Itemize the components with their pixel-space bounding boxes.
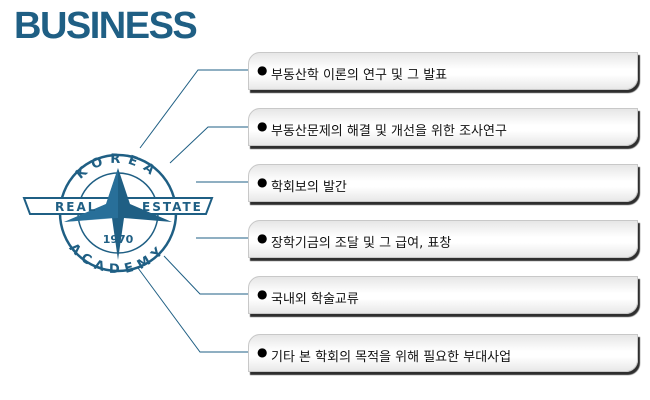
bullet-icon: ● <box>257 119 268 133</box>
logo-left-text: REAL <box>55 200 97 214</box>
korea-real-estate-academy-logo: KOREA ACADEMY REAL ESTATE 1970 <box>22 152 214 277</box>
business-item-label: 학회보의 발간 <box>271 180 347 195</box>
business-item-label: 국내외 학술교류 <box>271 292 359 307</box>
business-item-label: 부동산문제의 해결 및 개선을 위한 조사연구 <box>271 124 507 139</box>
business-item-5: ● 국내외 학술교류 <box>248 276 638 314</box>
logo-year: 1970 <box>103 233 134 246</box>
bullet-icon: ● <box>257 231 268 245</box>
connector-line-6 <box>137 267 250 353</box>
logo-right-text: ESTATE <box>142 200 203 214</box>
business-item-3: ● 학회보의 발간 <box>248 164 638 202</box>
bullet-icon: ● <box>257 345 268 359</box>
connector-line-1 <box>139 69 250 149</box>
business-item-1: ● 부동산학 이론의 연구 및 그 발표 <box>248 52 638 90</box>
bullet-icon: ● <box>257 287 268 301</box>
business-item-label: 부동산학 이론의 연구 및 그 발표 <box>271 68 448 83</box>
business-item-label: 장학기금의 조달 및 그 급여, 표창 <box>271 236 452 251</box>
page-title: BUSINESS <box>14 5 198 47</box>
connector-line-5 <box>163 255 250 295</box>
business-item-6: ● 기타 본 학회의 목적을 위해 필요한 부대사업 <box>248 334 638 372</box>
connector-line-2 <box>169 126 250 164</box>
business-item-label: 기타 본 학회의 목적을 위해 필요한 부대사업 <box>271 350 512 365</box>
bullet-icon: ● <box>257 63 268 77</box>
business-item-2: ● 부동산문제의 해결 및 개선을 위한 조사연구 <box>248 108 638 146</box>
bullet-icon: ● <box>257 175 268 189</box>
business-item-4: ● 장학기금의 조달 및 그 급여, 표창 <box>248 220 638 258</box>
